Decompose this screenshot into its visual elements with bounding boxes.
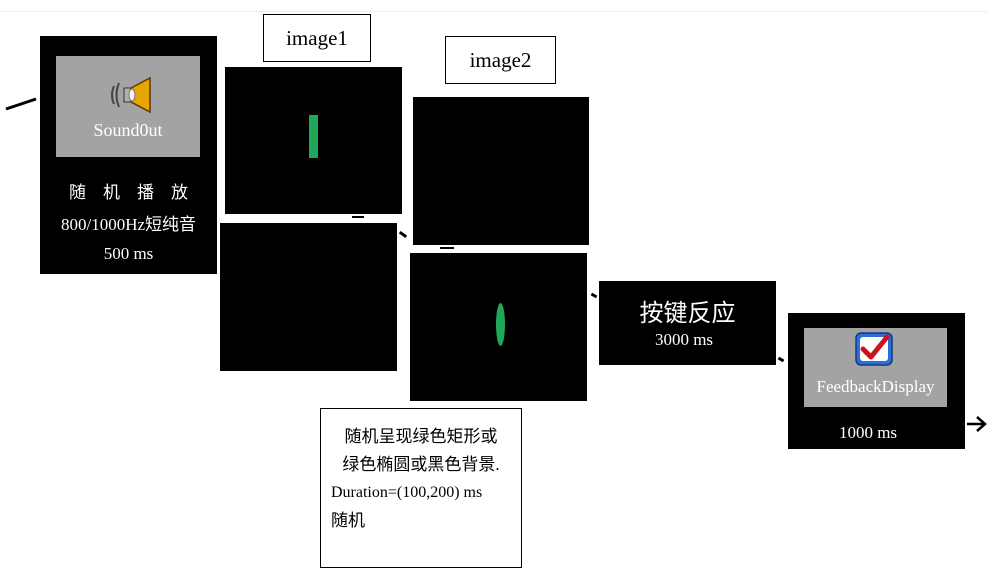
sound-panel: Sound0ut bbox=[56, 56, 200, 157]
note-line3: Duration=(100,200) ms bbox=[331, 484, 483, 501]
speaker-icon bbox=[111, 76, 151, 114]
image1-screen-blank bbox=[220, 223, 397, 371]
note-line4: 随机 bbox=[331, 511, 365, 530]
outgoing-arrow bbox=[967, 416, 987, 432]
sound-block: Sound0ut 随 机 播 放 800/1000Hz短纯音 500 ms bbox=[40, 36, 217, 274]
image2-screen-ellipse bbox=[410, 253, 587, 401]
green-ellipse-stimulus bbox=[496, 303, 505, 346]
connector-tick bbox=[352, 216, 364, 218]
feedback-panel: FeedbackDisplay bbox=[804, 328, 947, 407]
incoming-arrow-line bbox=[5, 97, 37, 111]
checkmark-icon bbox=[855, 332, 893, 366]
response-title: 按键反应 bbox=[639, 299, 736, 327]
feedback-block: FeedbackDisplay 1000 ms bbox=[788, 313, 965, 449]
image1-screen-rectangle bbox=[225, 67, 402, 214]
sound-duration: 500 ms bbox=[103, 244, 154, 263]
response-block: 按键反应 3000 ms bbox=[599, 281, 776, 365]
top-border bbox=[0, 11, 987, 12]
note-line2: 绿色椭圆或黑色背景. bbox=[342, 455, 500, 474]
note-line1: 随机呈现绿色矩形或 bbox=[344, 427, 498, 446]
connector-tick bbox=[590, 292, 598, 299]
response-duration: 3000 ms bbox=[654, 330, 714, 349]
image2-screen-blank bbox=[413, 97, 589, 245]
connector-tick bbox=[440, 247, 454, 249]
sound-desc-line2: 800/1000Hz短纯音 bbox=[60, 215, 197, 234]
image1-label: image1 bbox=[263, 14, 371, 62]
green-rectangle-stimulus bbox=[309, 115, 318, 158]
sound-object-name: Sound0ut bbox=[93, 120, 163, 140]
feedback-duration: 1000 ms bbox=[838, 423, 898, 442]
connector-tick bbox=[398, 230, 408, 239]
connector-tick bbox=[777, 356, 785, 363]
feedback-object-name: FeedbackDisplay bbox=[816, 377, 935, 396]
stimulus-note: 随机呈现绿色矩形或 绿色椭圆或黑色背景. Duration=(100,200) … bbox=[320, 408, 522, 568]
sound-desc-line1: 随 机 播 放 bbox=[69, 183, 188, 202]
image2-label: image2 bbox=[445, 36, 556, 84]
